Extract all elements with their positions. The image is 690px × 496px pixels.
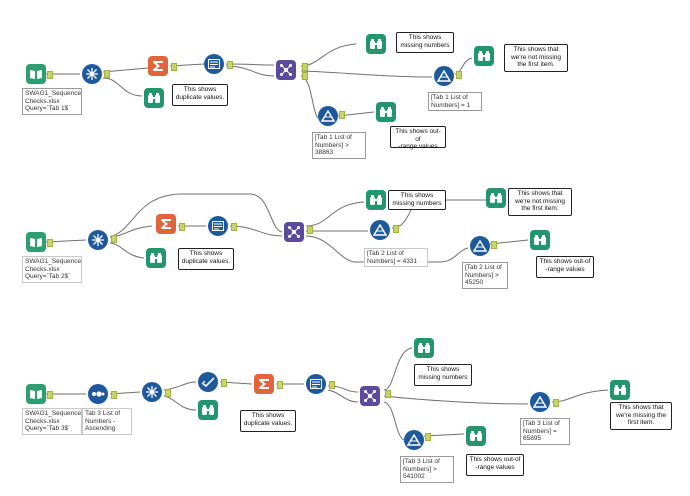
output-anchor[interactable] xyxy=(104,70,110,78)
output-anchor[interactable] xyxy=(277,381,283,389)
output-anchor[interactable] xyxy=(165,389,171,397)
filter-tool-icon[interactable] xyxy=(404,430,424,450)
join-tool-icon[interactable] xyxy=(360,386,380,406)
summarize-tool-icon[interactable] xyxy=(254,374,274,394)
wire xyxy=(383,347,413,391)
unique-tool-icon[interactable] xyxy=(142,382,162,402)
browse-tool-icon[interactable] xyxy=(610,380,630,400)
browse-tool-icon[interactable] xyxy=(366,34,386,54)
wire xyxy=(300,75,319,119)
comment-duplicate-values: This shows duplicate values. xyxy=(172,84,228,106)
comment-first-item: This shows that we're missing the first … xyxy=(610,402,672,430)
browse-tool-icon[interactable] xyxy=(198,400,218,420)
formula-tool-icon[interactable] xyxy=(306,374,326,394)
wire xyxy=(109,193,283,238)
filter-annotation: [Tab 1 List of Numbers] = 1 xyxy=(428,92,482,111)
wire xyxy=(300,43,357,67)
output-anchor[interactable] xyxy=(339,111,345,119)
output-anchor[interactable] xyxy=(221,379,227,387)
output-anchor[interactable] xyxy=(111,235,117,243)
comment-out-of-range: This shows out-of -range values xyxy=(466,454,524,476)
formula-tool-icon[interactable] xyxy=(208,216,228,236)
output-anchor[interactable] xyxy=(227,61,233,69)
comment-first-item: This shows that we're not missing the fi… xyxy=(504,44,568,72)
browse-tool-icon[interactable] xyxy=(466,426,486,446)
output-anchor[interactable] xyxy=(393,225,399,233)
output-anchor[interactable] xyxy=(329,381,335,389)
comment-first-item: This shows that we're not missing the fi… xyxy=(508,188,572,216)
wire xyxy=(327,389,359,403)
filter-tool-icon[interactable] xyxy=(370,220,390,240)
join-tool-icon[interactable] xyxy=(284,222,304,242)
output-anchor[interactable] xyxy=(491,241,497,249)
comment-missing-numbers: This shows missing numbers xyxy=(396,32,454,53)
wire xyxy=(229,225,283,237)
formula-tool-icon[interactable] xyxy=(204,54,224,74)
filter-annotation: [Tab 2 List of Numbers] = 4331 xyxy=(364,248,428,267)
multi-row-formula-icon[interactable] xyxy=(198,372,218,392)
comment-out-of-range: This shows out-of -range values xyxy=(390,126,446,150)
browse-tool-icon[interactable] xyxy=(366,190,386,210)
unique-tool-icon[interactable] xyxy=(82,64,102,84)
filter-annotation: [Tab 1 List of Numbers] > 38863 xyxy=(312,132,366,159)
wire xyxy=(383,395,529,405)
summarize-tool-icon[interactable] xyxy=(156,214,176,234)
output-anchor[interactable] xyxy=(307,226,313,234)
wire xyxy=(383,401,405,441)
output-anchor[interactable] xyxy=(111,391,117,399)
filter-annotation: [Tab 2 List of Numbers] > 45250 xyxy=(462,262,508,289)
input-annotation: SWAG1_Sequence Checks.xlsx Query=`Tab 1$… xyxy=(22,88,82,115)
input-annotation: SWAG1_Sequence Checks.xlsx Query=`Tab 3$… xyxy=(22,408,82,435)
output-anchor[interactable] xyxy=(425,433,431,441)
output-anchor[interactable] xyxy=(47,71,53,79)
wire xyxy=(300,70,433,78)
browse-tool-icon[interactable] xyxy=(146,248,166,268)
wire xyxy=(102,77,143,97)
comment-missing-numbers: This shows missing numbers xyxy=(414,364,472,386)
filter-tool-icon[interactable] xyxy=(530,392,550,412)
join-tool-icon[interactable] xyxy=(276,60,296,80)
output-anchor[interactable] xyxy=(302,72,308,80)
output-anchor[interactable] xyxy=(47,391,53,399)
wire xyxy=(305,201,365,227)
browse-tool-icon[interactable] xyxy=(144,88,164,108)
output-anchor[interactable] xyxy=(171,63,177,71)
comment-missing-numbers: This shows missing numbers xyxy=(388,190,446,210)
wire xyxy=(551,389,609,403)
filter-tool-icon[interactable] xyxy=(470,236,490,256)
wire xyxy=(163,395,197,411)
browse-tool-icon[interactable] xyxy=(414,338,434,358)
output-anchor[interactable] xyxy=(231,223,237,231)
input-data-icon[interactable] xyxy=(26,64,46,84)
wire xyxy=(102,67,149,73)
output-anchor[interactable] xyxy=(456,71,462,79)
filter-tool-icon[interactable] xyxy=(434,66,454,86)
input-annotation: SWAG1_Sequence Checks.xlsx Query=`Tab 2$… xyxy=(22,256,82,283)
wire xyxy=(225,63,275,66)
filter-tool-icon[interactable] xyxy=(318,106,338,126)
wire xyxy=(225,65,275,77)
output-anchor[interactable] xyxy=(179,223,185,231)
sort-annotation: Tab 3 List of Numbers - Ascending xyxy=(82,408,132,435)
wire xyxy=(305,235,469,263)
output-anchor[interactable] xyxy=(302,63,308,71)
input-data-icon[interactable] xyxy=(26,232,46,252)
filter-annotation: [Tab 3 List of Numbers] > 541002 xyxy=(400,456,454,483)
output-anchor[interactable] xyxy=(385,390,391,398)
comment-duplicate-values: This shows duplicate values. xyxy=(178,248,234,270)
browse-tool-icon[interactable] xyxy=(530,230,550,250)
input-data-icon[interactable] xyxy=(26,384,46,404)
wire xyxy=(109,242,145,259)
output-anchor[interactable] xyxy=(47,239,53,247)
browse-tool-icon[interactable] xyxy=(376,102,396,122)
summarize-tool-icon[interactable] xyxy=(148,56,168,76)
output-anchor[interactable] xyxy=(553,399,559,407)
filter-annotation: [Tab 3 List of Numbers] = 65895 xyxy=(520,418,570,445)
browse-tool-icon[interactable] xyxy=(486,188,506,208)
comment-out-of-range: This shows out-of -range values xyxy=(536,256,594,278)
unique-tool-icon[interactable] xyxy=(88,230,108,250)
comment-duplicate-values: This shows duplicate values. xyxy=(240,410,296,432)
sort-tool-icon[interactable] xyxy=(88,384,108,404)
browse-tool-icon[interactable] xyxy=(474,46,494,66)
